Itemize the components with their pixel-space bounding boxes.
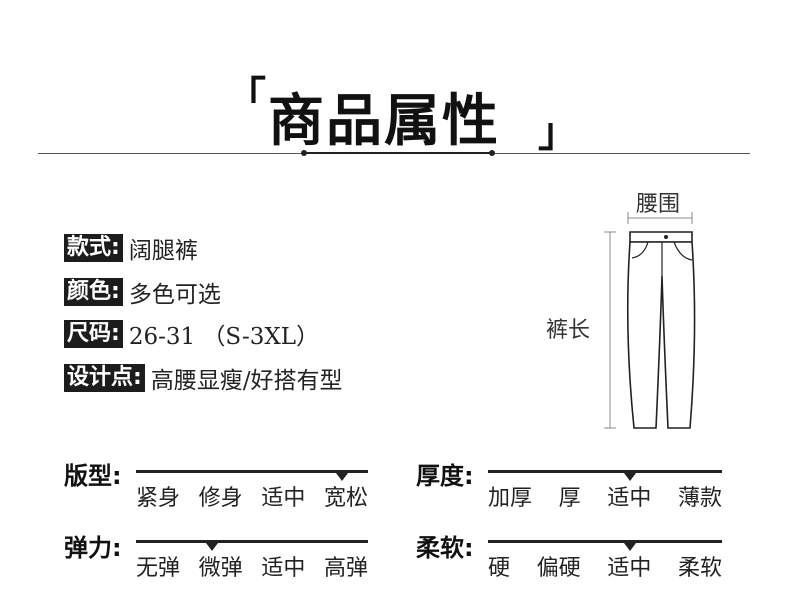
scale-option: 紧身 <box>136 486 181 511</box>
scale-fit-marker-icon <box>336 473 348 481</box>
scale-option: 适中 <box>607 486 652 511</box>
scale-softness-title: 柔软: <box>416 534 474 562</box>
length-label: 裤长 <box>546 318 591 343</box>
scale-option: 薄款 <box>677 486 722 511</box>
scale-thickness-options: 加厚 厚 适中 薄款 <box>488 480 722 512</box>
attr-style-value: 阔腿裤 <box>128 238 198 264</box>
scale-elasticity-options: 无弹 微弹 适中 高弹 <box>136 550 368 582</box>
pants-diagram-icon <box>604 212 696 429</box>
scale-elasticity-line <box>136 540 368 543</box>
divider-dot-left <box>301 150 307 156</box>
scale-thickness-marker-icon <box>624 473 636 481</box>
scale-option: 偏硬 <box>536 556 581 581</box>
attr-color-row: 颜色: 多色可选 <box>64 278 221 308</box>
scale-fit-options: 紧身 修身 适中 宽松 <box>136 480 368 512</box>
scale-option: 硬 <box>488 556 511 581</box>
scale-thickness-line <box>488 470 722 473</box>
scale-option: 宽松 <box>323 486 368 511</box>
waist-label: 腰围 <box>636 192 681 217</box>
scale-option: 厚 <box>558 486 581 511</box>
scale-option: 修身 <box>198 486 243 511</box>
scale-elasticity-marker-icon <box>206 543 218 551</box>
attr-size-row: 尺码: 26-31 （S-3XL） <box>64 320 320 350</box>
scale-fit-title: 版型: <box>64 462 122 490</box>
scale-elasticity-title: 弹力: <box>64 534 122 562</box>
header-bracket-left: 「 <box>226 73 266 120</box>
scale-thickness-title: 厚度: <box>416 462 474 490</box>
attr-style-row: 款式: 阔腿裤 <box>64 234 198 264</box>
scale-fit-line <box>136 470 368 473</box>
scale-option: 适中 <box>261 556 306 581</box>
attr-design-value: 高腰显瘦/好搭有型 <box>150 368 343 394</box>
scale-option: 高弹 <box>323 556 368 581</box>
page-title: 商品属性 <box>268 89 500 154</box>
scale-softness-line <box>488 540 722 543</box>
attr-size-value: 26-31 （S-3XL） <box>128 324 320 350</box>
divider-dot-right <box>489 150 495 156</box>
scale-option: 柔软 <box>677 556 722 581</box>
scale-option: 适中 <box>261 486 306 511</box>
scale-option: 适中 <box>607 556 652 581</box>
attr-design-row: 设计点: 高腰显瘦/好搭有型 <box>64 364 343 394</box>
header-bracket-right: 」 <box>538 109 578 156</box>
scale-softness-options: 硬 偏硬 适中 柔软 <box>488 550 722 582</box>
attr-style-key: 款式: <box>64 234 123 262</box>
scale-option: 微弹 <box>198 556 243 581</box>
attr-design-key: 设计点: <box>64 364 145 392</box>
attr-color-key: 颜色: <box>64 278 123 306</box>
scale-option: 无弹 <box>136 556 181 581</box>
scale-softness-marker-icon <box>624 543 636 551</box>
attr-size-key: 尺码: <box>64 320 123 348</box>
scale-option: 加厚 <box>488 486 533 511</box>
header-divider-accent <box>304 152 492 154</box>
attr-color-value: 多色可选 <box>128 282 221 308</box>
